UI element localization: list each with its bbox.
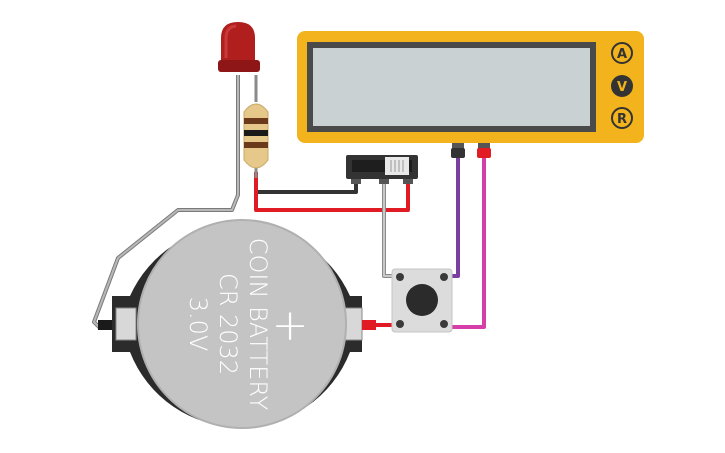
resistor-band-1 [244, 118, 268, 124]
slide-switch-knob[interactable] [385, 157, 409, 175]
battery-plus-symbol: + [272, 300, 309, 351]
wire-magenta[interactable] [452, 158, 486, 329]
probe-terminal-positive[interactable] [477, 143, 491, 158]
mode-button-ohmmeter[interactable]: R [611, 107, 633, 129]
resistor-band-3 [244, 142, 268, 148]
probe-terminal-negative[interactable] [451, 143, 465, 158]
mode-label-ammeter: A [617, 47, 627, 62]
push-button[interactable] [391, 268, 453, 333]
wire-switch-to-button[interactable] [382, 183, 394, 278]
push-button-cap[interactable] [406, 284, 438, 316]
battery-clip-left [115, 307, 137, 341]
multimeter[interactable]: A V R [297, 31, 644, 158]
battery-terminal-positive [362, 320, 376, 330]
led[interactable] [218, 22, 260, 72]
battery-label-line3: 3.0V [184, 297, 212, 352]
mode-button-ammeter[interactable]: A [611, 42, 633, 64]
wire-purple[interactable] [448, 158, 460, 278]
resistor[interactable] [243, 103, 269, 178]
mode-label-voltmeter: V [617, 80, 627, 95]
led-rim [218, 60, 260, 72]
coin-battery[interactable]: COIN BATTERY CR 2032 3.0V + [98, 219, 376, 429]
battery-cell [138, 220, 346, 428]
led-dome [221, 22, 255, 62]
battery-label-line1: COIN BATTERY [244, 238, 272, 411]
slide-switch[interactable] [346, 155, 418, 184]
resistor-band-2 [244, 130, 268, 136]
mode-label-ohmmeter: R [617, 112, 627, 127]
wire-red[interactable] [254, 172, 410, 212]
mode-button-voltmeter[interactable]: V [611, 75, 633, 97]
multimeter-display [313, 48, 590, 126]
battery-terminal-negative [98, 320, 112, 330]
battery-label-line2: CR 2032 [214, 273, 242, 375]
wire-black[interactable] [254, 172, 358, 194]
